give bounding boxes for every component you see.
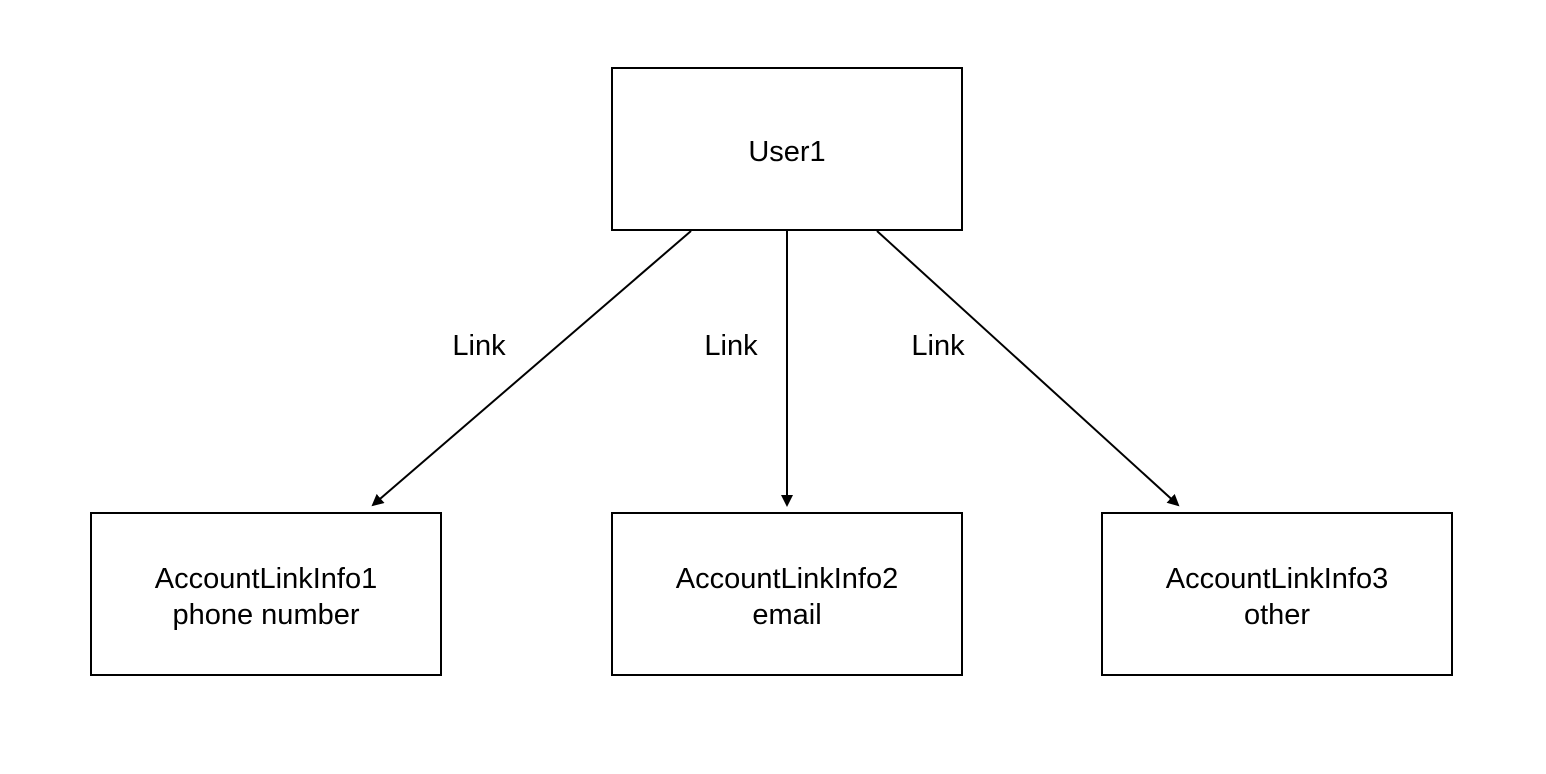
node-accountlinkinfo3-title: AccountLinkInfo3 [1166, 563, 1388, 595]
edge-label-link-2: Link [704, 330, 758, 362]
node-accountlinkinfo3-box [1101, 512, 1453, 676]
node-accountlinkinfo2-subtitle: email [752, 599, 821, 631]
node-accountlinkinfo1-subtitle: phone number [172, 599, 359, 631]
node-accountlinkinfo2-box [611, 512, 963, 676]
node-accountlinkinfo2-title: AccountLinkInfo2 [676, 563, 898, 595]
node-accountlinkinfo1-title: AccountLinkInfo1 [155, 563, 377, 595]
edge-user1-to-accountlinkinfo1 [371, 230, 692, 507]
node-accountlinkinfo3-subtitle: other [1244, 599, 1310, 631]
edge-labels-group: Link Link Link [452, 330, 965, 362]
edge-label-link-1: Link [452, 330, 506, 362]
edge-user1-to-accountlinkinfo3 [876, 230, 1180, 507]
node-user1-box [611, 67, 963, 231]
node-user1-label: User1 [748, 136, 825, 168]
edges-group [371, 230, 1180, 507]
edge-label-link-3: Link [911, 330, 965, 362]
node-user1: User1 [611, 67, 963, 231]
node-accountlinkinfo3: AccountLinkInfo3 other [1101, 512, 1453, 676]
node-accountlinkinfo2: AccountLinkInfo2 email [611, 512, 963, 676]
node-accountlinkinfo1-box [90, 512, 442, 676]
node-accountlinkinfo1: AccountLinkInfo1 phone number [90, 512, 442, 676]
